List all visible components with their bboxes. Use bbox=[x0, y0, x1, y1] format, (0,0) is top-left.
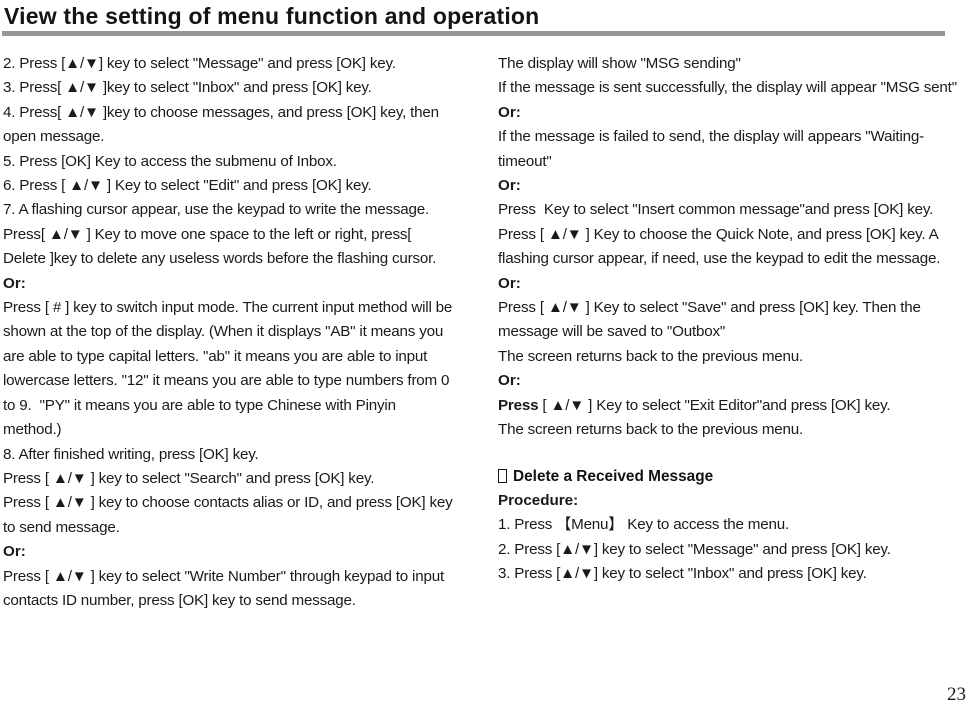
page-header: View the setting of menu function and op… bbox=[0, 0, 978, 36]
left-text-column: 2. Press [▲/▼] key to select "Message" a… bbox=[3, 52, 458, 613]
or-label-right-4: Or: bbox=[498, 372, 521, 390]
paragraph-l2: 3. Press[ ▲/▼ ]key to select "Inbox" and… bbox=[3, 79, 372, 97]
paragraph-l14: Press [ ▲/▼ ] key to select "Write Numbe… bbox=[3, 567, 449, 609]
or-label-right-2: Or: bbox=[498, 177, 521, 195]
paragraph-r1: The display will show "MSG sending" bbox=[498, 55, 741, 72]
or-label-left-2: Or: bbox=[3, 543, 26, 561]
title-divider bbox=[2, 31, 945, 36]
right-text-column: The display will show "MSG sending" If t… bbox=[498, 52, 970, 587]
paragraph-l1: 2. Press [▲/▼] key to select "Message" a… bbox=[3, 55, 396, 72]
content-columns: 2. Press [▲/▼] key to select "Message" a… bbox=[0, 52, 978, 682]
paragraph-r10: The screen returns back to the previous … bbox=[498, 347, 804, 365]
paragraph-l4: 5. Press [OK] Key to access the submenu … bbox=[3, 152, 337, 170]
paragraph-l11: Press [ ▲/▼ ] key to select "Search" and… bbox=[3, 469, 375, 487]
procedure-step-3: 3. Press [▲/▼] key to select "Inbox" and… bbox=[498, 565, 867, 583]
paragraph-r6: Press Key to select "Insert common messa… bbox=[498, 201, 934, 219]
paragraph-l5: 6. Press [ ▲/▼ ] Key to select "Edit" an… bbox=[3, 177, 372, 195]
paragraph-l6: 7. A flashing cursor appear, use the key… bbox=[3, 201, 430, 219]
procedure-step-2: 2. Press [▲/▼] key to select "Message" a… bbox=[498, 540, 891, 558]
paragraph-l12: Press [ ▲/▼ ] key to choose contacts ali… bbox=[3, 494, 457, 536]
exit-editor-rest: [ ▲/▼ ] Key to select "Exit Editor"and p… bbox=[538, 396, 891, 414]
exit-editor-lead: Press bbox=[498, 396, 539, 414]
paragraph-r9: Press [ ▲/▼ ] Key to select "Save" and p… bbox=[498, 299, 925, 341]
square-bullet-icon bbox=[498, 468, 507, 483]
section-spacer bbox=[498, 443, 970, 465]
procedure-label: Procedure: bbox=[498, 491, 579, 509]
paragraph-l9: Press [ # ] key to switch input mode. Th… bbox=[3, 299, 457, 439]
page-number: 23 bbox=[947, 684, 966, 705]
paragraph-l7: Press[ ▲/▼ ] Key to move one space to th… bbox=[3, 225, 437, 268]
paragraph-l10: 8. After finished writing, press [OK] ke… bbox=[3, 445, 259, 463]
paragraph-r7: Press [ ▲/▼ ] Key to choose the Quick No… bbox=[498, 225, 942, 268]
section-heading-delete-received-message: Delete a Received Message bbox=[498, 465, 970, 489]
page-title: View the setting of menu function and op… bbox=[4, 3, 540, 29]
paragraph-r2: If the message is sent successfully, the… bbox=[498, 79, 957, 97]
paragraph-l3: 4. Press[ ▲/▼ ]key to choose messages, a… bbox=[3, 103, 443, 146]
paragraph-r4: If the message is failed to send, the di… bbox=[498, 128, 924, 170]
section-heading-label: Delete a Received Message bbox=[513, 467, 714, 485]
paragraph-exit-editor: Press [ ▲/▼ ] Key to select "Exit Editor… bbox=[498, 394, 970, 418]
or-label-right-1: Or: bbox=[498, 103, 521, 121]
or-label-left-1: Or: bbox=[3, 274, 26, 292]
or-label-right-3: Or: bbox=[498, 274, 521, 292]
procedure-step-1: 1. Press 【Menu】 Key to access the menu. bbox=[498, 516, 790, 534]
paragraph-after-exit: The screen returns back to the previous … bbox=[498, 421, 804, 439]
